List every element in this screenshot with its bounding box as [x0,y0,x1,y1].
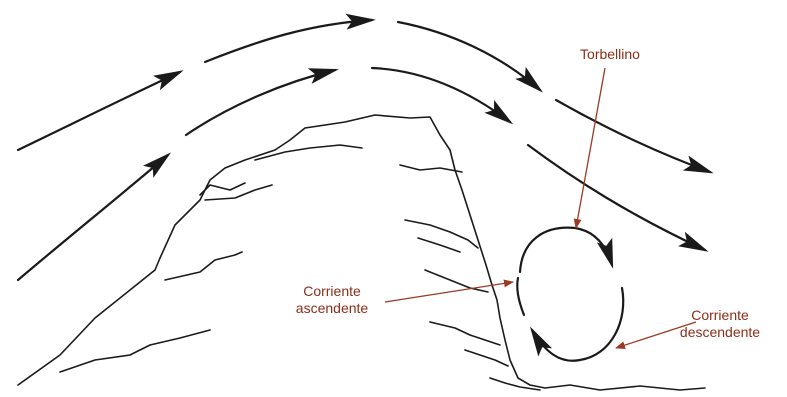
cliff-strata [418,238,460,252]
airflow-arrow [18,155,168,280]
cliff-strata [490,378,540,390]
cliff-strata [405,220,478,248]
airflow-arrow [556,100,710,172]
cliff-strata [255,145,362,160]
updraft-label: Corriente ascendente [262,283,402,317]
airflow-arrow [372,68,510,122]
cliff-strata [165,252,242,280]
downdraft-label: Corriente descendente [660,307,780,341]
vortex-arc [532,288,623,361]
cliff-strata [400,165,462,172]
cliff-strata [425,270,488,292]
airflow-arrow [205,20,372,62]
airflow-arrow [186,70,335,135]
mountain-ridge [18,115,705,390]
downdraft-label-line2: descendente [660,324,780,341]
cliff-strata [430,322,500,345]
vortex-label: Torbellino [560,46,660,63]
updraft-label-line1: Corriente [262,283,402,300]
cliff-strata [60,330,210,372]
cliff-strata [205,185,272,200]
mountain-outline [18,115,705,390]
cliff-strata [465,350,508,366]
airflow-arrow [18,72,180,150]
vortex-arc [520,228,612,272]
vortex-leader [576,68,605,228]
airflow-arrow [398,22,540,90]
downdraft-label-line1: Corriente [660,307,780,324]
vortex-label-text: Torbellino [580,46,640,62]
vortex [517,228,623,361]
updraft-label-line2: ascendente [262,300,402,317]
label-leaders [385,68,696,348]
vortex-arc [517,278,524,315]
